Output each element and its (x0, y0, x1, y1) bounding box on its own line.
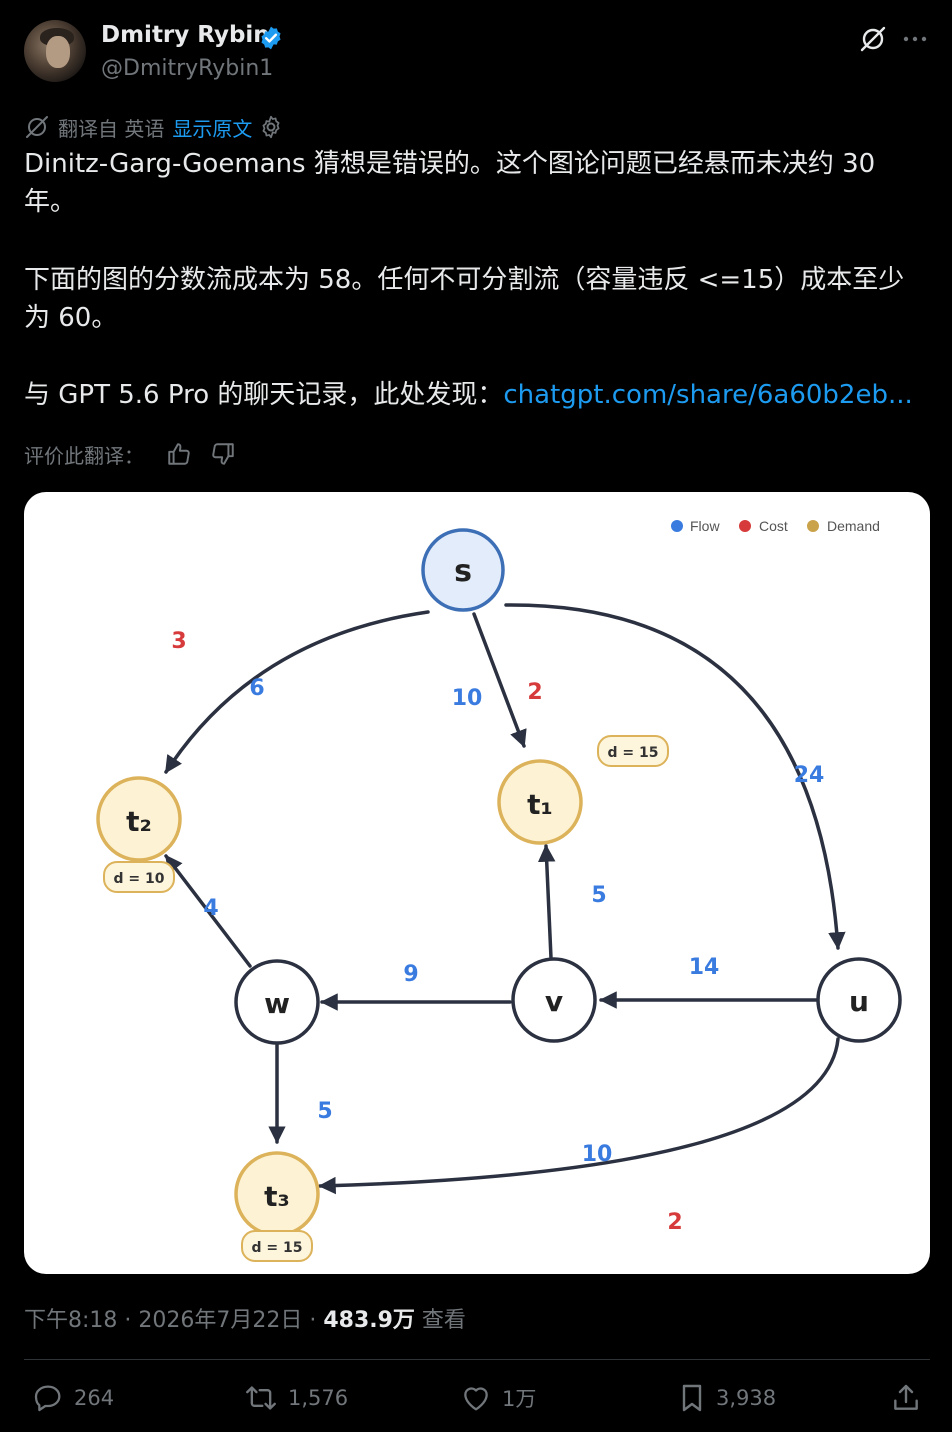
tweet-paragraph-1: Dinitz-Garg-Goemans 猜想是错误的。这个图论问题已经悬而未决约… (24, 149, 876, 217)
tweet-paragraph-2: 下面的图的分数流成本为 58。任何不可分割流（容量违反 <=15）成本至少为 6… (24, 265, 905, 333)
demand-badge-t2: d = 10 (103, 861, 175, 893)
translated-from-label: 翻译自 英语 (58, 116, 165, 141)
node-v-label: v (545, 985, 563, 1018)
demand-badge-t3: d = 15 (241, 1230, 313, 1262)
label-w-t2-flow: 4 (203, 896, 218, 921)
view-count: 483.9万 (323, 1308, 415, 1333)
gear-icon[interactable] (258, 114, 284, 140)
label-u-v-flow: 14 (689, 955, 720, 980)
avatar-face (46, 36, 70, 68)
edge-s-t1 (472, 612, 527, 748)
legend-demand: Demand (827, 518, 880, 534)
edge-u-t3 (318, 1037, 840, 1195)
node-t2: t₂ (96, 776, 182, 862)
node-s: s (421, 528, 505, 612)
bookmark-icon (682, 1384, 702, 1412)
demand-t3-label: d = 15 (252, 1240, 303, 1256)
like-count: 1万 (502, 1387, 537, 1411)
demand-t1-label: d = 15 (608, 745, 659, 761)
rate-translation-label: 评价此翻译： (24, 443, 144, 468)
label-s-t1-cost: 2 (527, 680, 542, 705)
share-button[interactable] (890, 1380, 932, 1416)
legend: Flow Cost Demand (671, 518, 880, 534)
verified-badge-icon (261, 26, 281, 50)
node-u: u (816, 957, 902, 1043)
label-s-t1-flow: 10 (452, 686, 483, 711)
edge-s-u (504, 603, 846, 950)
bookmark-count: 3,938 (716, 1386, 777, 1410)
legend-flow-dot (671, 520, 683, 532)
share-icon (894, 1384, 918, 1410)
node-w-label: w (264, 987, 290, 1020)
demand-badge-t1: d = 15 (597, 735, 669, 767)
heart-icon (464, 1387, 488, 1411)
reply-icon (34, 1385, 61, 1412)
node-t2-label: t₂ (126, 805, 152, 838)
author-handle[interactable]: @DmitryRybin1 (101, 56, 274, 81)
legend-cost: Cost (759, 518, 788, 534)
author-avatar[interactable] (24, 20, 86, 82)
label-s-t2-flow: 6 (249, 676, 264, 701)
legend-cost-dot (739, 520, 751, 532)
node-u-label: u (849, 985, 869, 1018)
label-u-t3-cost: 2 (667, 1210, 682, 1235)
node-t3: t₃ (234, 1151, 320, 1237)
tweet-timestamp[interactable]: 下午8:18 · 2026年7月22日 · (24, 1308, 324, 1333)
bookmark-button[interactable]: 3,938 (678, 1380, 776, 1416)
label-s-t2-cost: 3 (171, 629, 186, 654)
edge-v-t1 (537, 844, 556, 960)
node-w: w (234, 959, 320, 1045)
translation-bar: 翻译自 英语 显示原文 (24, 113, 284, 141)
flow-graph-diagram: Flow Cost Demand s t₁ (96, 518, 902, 1262)
label-s-u-flow: 24 (794, 763, 825, 788)
tweet-meta: 下午8:18 · 2026年7月22日 · 483.9万 查看 (24, 1302, 466, 1334)
thumbs-down-icon[interactable] (210, 441, 236, 467)
node-t1-label: t₁ (527, 788, 553, 821)
chatgpt-share-link[interactable]: chatgpt.com/share/6a60b2eb... (503, 380, 913, 410)
divider (24, 1359, 930, 1360)
tweet-paragraph-3-text: 与 GPT 5.6 Pro 的聊天记录，此处发现： (24, 380, 504, 410)
node-s-label: s (454, 554, 472, 589)
legend-flow: Flow (690, 518, 720, 534)
node-t1: t₁ (497, 759, 583, 845)
graph-image[interactable]: Flow Cost Demand s t₁ (24, 492, 930, 1274)
label-v-w-flow: 9 (403, 962, 418, 987)
grok-icon[interactable] (858, 24, 888, 54)
edge-w-t2 (164, 854, 252, 968)
thumbs-up-icon[interactable] (166, 441, 192, 467)
tweet-paragraph-3: 与 GPT 5.6 Pro 的聊天记录，此处发现：chatgpt.com/sha… (24, 376, 924, 414)
repost-button[interactable]: 1,576 (244, 1380, 348, 1416)
author-name[interactable]: Dmitry Rybin (101, 22, 270, 48)
more-options-icon[interactable] (900, 24, 930, 54)
reply-count: 264 (74, 1386, 115, 1410)
legend-demand-dot (807, 520, 819, 532)
grok-translate-icon (26, 116, 48, 138)
label-u-t3-flow: 10 (582, 1142, 613, 1167)
demand-t2-label: d = 10 (114, 871, 165, 887)
show-original-link[interactable]: 显示原文 (172, 116, 253, 141)
edge-s-t2 (164, 610, 430, 774)
view-label: 查看 (414, 1308, 466, 1333)
node-t3-label: t₃ (264, 1180, 290, 1213)
label-v-t1-flow: 5 (591, 883, 606, 908)
label-w-t3-flow: 5 (317, 1099, 332, 1124)
like-button[interactable]: 1万 (460, 1380, 536, 1416)
repost-icon (246, 1386, 276, 1410)
repost-count: 1,576 (288, 1386, 349, 1410)
reply-button[interactable]: 264 (32, 1380, 114, 1416)
node-v: v (511, 957, 597, 1043)
rate-translation-row: 评价此翻译： (24, 438, 236, 470)
